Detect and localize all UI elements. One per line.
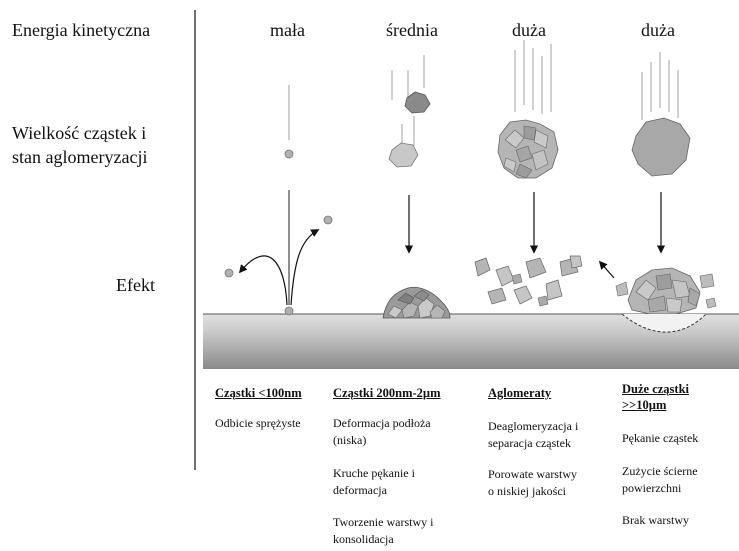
fragment	[616, 282, 628, 296]
medium-particle	[389, 143, 418, 167]
column-2-item-3: Tworzenie warstwy i konsolidacja	[333, 514, 433, 548]
column-2-item-1: Deformacja podłoża (niska)	[333, 415, 431, 449]
energy-row-label: Energia kinetyczna	[12, 18, 150, 42]
fragment	[496, 266, 514, 286]
surface-particle	[285, 307, 293, 315]
rebound-particle	[324, 216, 332, 224]
column-2-title: Cząstki 200nm-2µm	[333, 385, 441, 401]
medium-particle	[405, 92, 430, 113]
column-1-item-1: Odbicie sprężyste	[215, 415, 301, 432]
rebound-arrow-left	[240, 256, 287, 305]
energy-level-high-2: duża	[641, 18, 675, 42]
column-4-title: Duże cząstki >>10µm	[622, 381, 689, 413]
column-4-item-1: Pękanie cząstek	[622, 430, 698, 447]
energy-level-high: duża	[512, 18, 546, 42]
energy-level-medium: średnia	[386, 18, 438, 42]
column-2-graphic	[383, 55, 450, 318]
effect-row-label: Efekt	[116, 273, 155, 297]
size-row-label: Wielkość cząstek i stan aglomeryzacji	[12, 121, 147, 169]
rebound-arrow-right	[291, 230, 318, 305]
column-4-item-2: Zużycie ścierne powierzchni	[622, 463, 698, 497]
column-2-item-2: Kruche pękanie i deformacja	[333, 465, 415, 499]
column-1-title: Cząstki <100nm	[215, 385, 302, 401]
fragment	[538, 296, 548, 306]
fragment	[512, 274, 522, 284]
fragment	[706, 298, 716, 308]
fragment	[546, 280, 562, 300]
fragment	[488, 288, 506, 304]
fragment	[514, 286, 532, 304]
energy-level-low: mała	[270, 18, 305, 42]
rebound-arrow	[600, 262, 614, 278]
column-3-item-1: Deaglomeryzacja i separacja cząstek	[488, 418, 578, 452]
fragment	[475, 258, 490, 276]
rebound-particle	[225, 269, 233, 277]
column-3-graphic	[475, 40, 582, 306]
column-4-graphic	[616, 52, 716, 332]
agglomerate	[498, 120, 558, 178]
fragment	[570, 256, 582, 268]
column-3-title: Aglomeraty	[488, 385, 551, 401]
column-4-item-3: Brak warstwy	[622, 512, 689, 529]
fractured-particle	[628, 268, 700, 314]
column-3-item-2: Porowate warstwy o niskiej jakości	[488, 466, 577, 500]
small-particle	[285, 150, 293, 158]
large-particle	[632, 118, 690, 176]
fragment	[526, 258, 546, 278]
fragment	[700, 274, 714, 288]
column-1-graphic	[225, 85, 332, 315]
